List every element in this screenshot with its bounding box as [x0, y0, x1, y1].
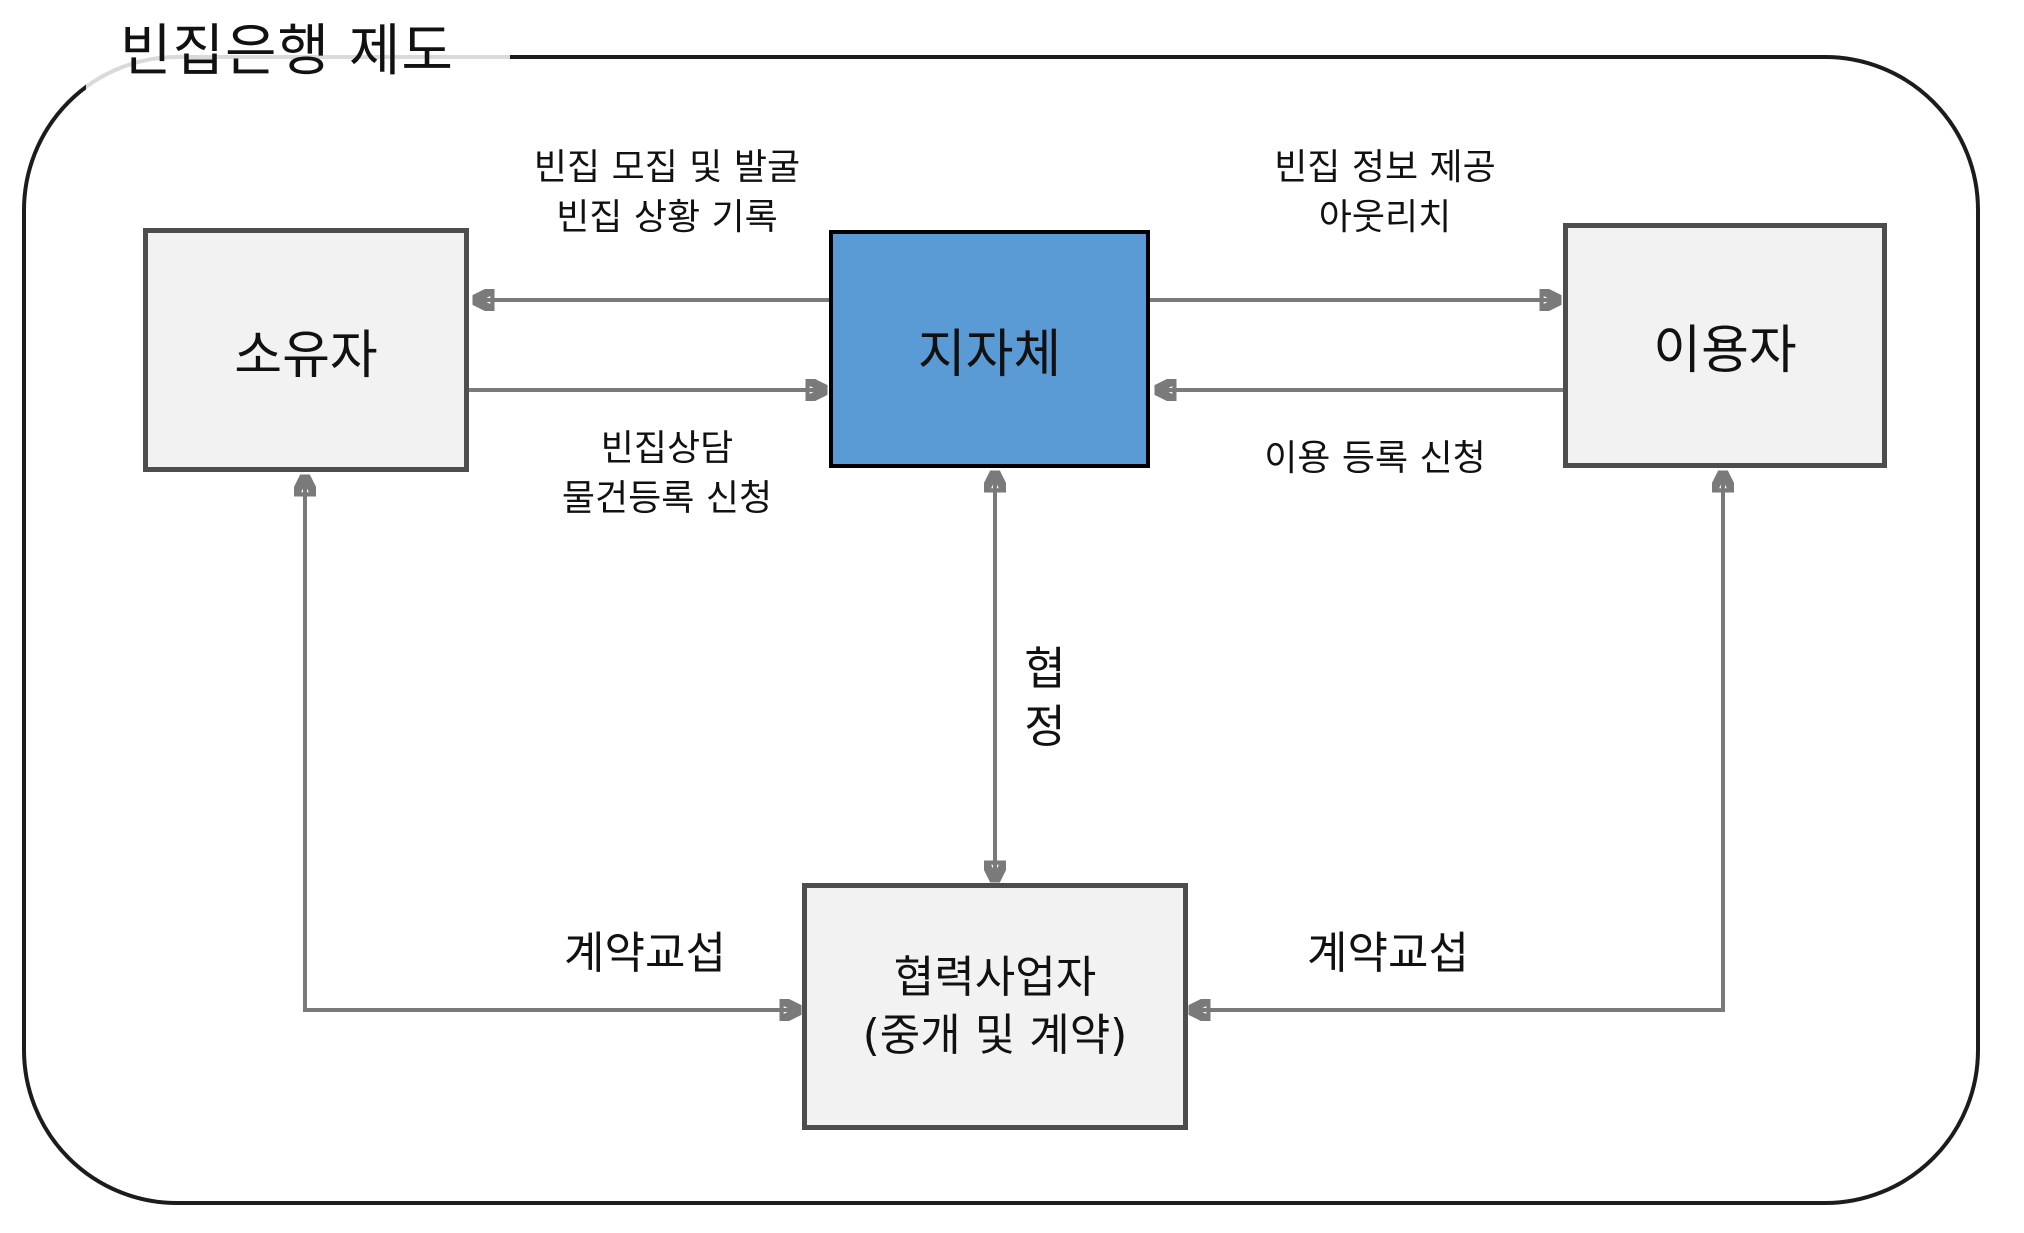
node-partner-label-line1: 협력사업자: [893, 952, 1097, 1004]
label-gov-partner-agreement: 협 정: [1010, 640, 1080, 755]
label-gov-to-owner: 빈집 모집 및 발굴 빈집 상황 기록: [467, 143, 867, 242]
node-partner-label-line2: (중개 및 계약): [862, 1009, 1128, 1061]
label-owner-to-gov-line1: 빈집상담: [600, 428, 734, 469]
node-government: 지자체: [829, 230, 1150, 468]
diagram-outer-border: [22, 55, 1980, 1205]
label-user-to-gov-text: 이용 등록 신청: [1264, 438, 1486, 479]
node-partner: 협력사업자 (중개 및 계약): [802, 883, 1188, 1130]
arrow-user-partner-elbow: [1192, 474, 1723, 1010]
label-gov-to-owner-line2: 빈집 상황 기록: [556, 196, 778, 238]
label-user-partner-text: 계약교섭: [1307, 928, 1469, 979]
title-background-patch: [86, 0, 510, 112]
label-gov-to-user: 빈집 정보 제공 아웃리치: [1185, 143, 1585, 242]
label-gov-to-user-line2: 아웃리치: [1318, 196, 1452, 238]
arrow-owner-partner-elbow: [305, 478, 798, 1010]
label-owner-partner-text: 계약교섭: [564, 928, 726, 979]
label-owner-to-gov-line2: 물건등록 신청: [561, 477, 773, 519]
node-user-label: 이용자: [1653, 321, 1797, 381]
label-user-partner-negotiation: 계약교섭: [1238, 924, 1538, 985]
label-agreement-char1: 협: [1024, 642, 1066, 695]
label-owner-to-gov: 빈집상담 물건등록 신청: [467, 424, 867, 523]
node-user: 이용자: [1563, 223, 1887, 468]
diagram-title: 빈집은행 제도: [120, 19, 454, 84]
label-gov-to-owner-line1: 빈집 모집 및 발굴: [533, 147, 801, 188]
label-agreement-char2: 정: [1024, 699, 1066, 753]
node-government-label: 지자체: [917, 324, 1062, 385]
node-owner: 소유자: [143, 228, 469, 472]
label-owner-partner-negotiation: 계약교섭: [495, 924, 795, 985]
label-gov-to-user-line1: 빈집 정보 제공: [1274, 147, 1496, 188]
node-owner-label: 소유자: [234, 325, 378, 386]
label-user-to-gov: 이용 등록 신청: [1175, 434, 1575, 484]
